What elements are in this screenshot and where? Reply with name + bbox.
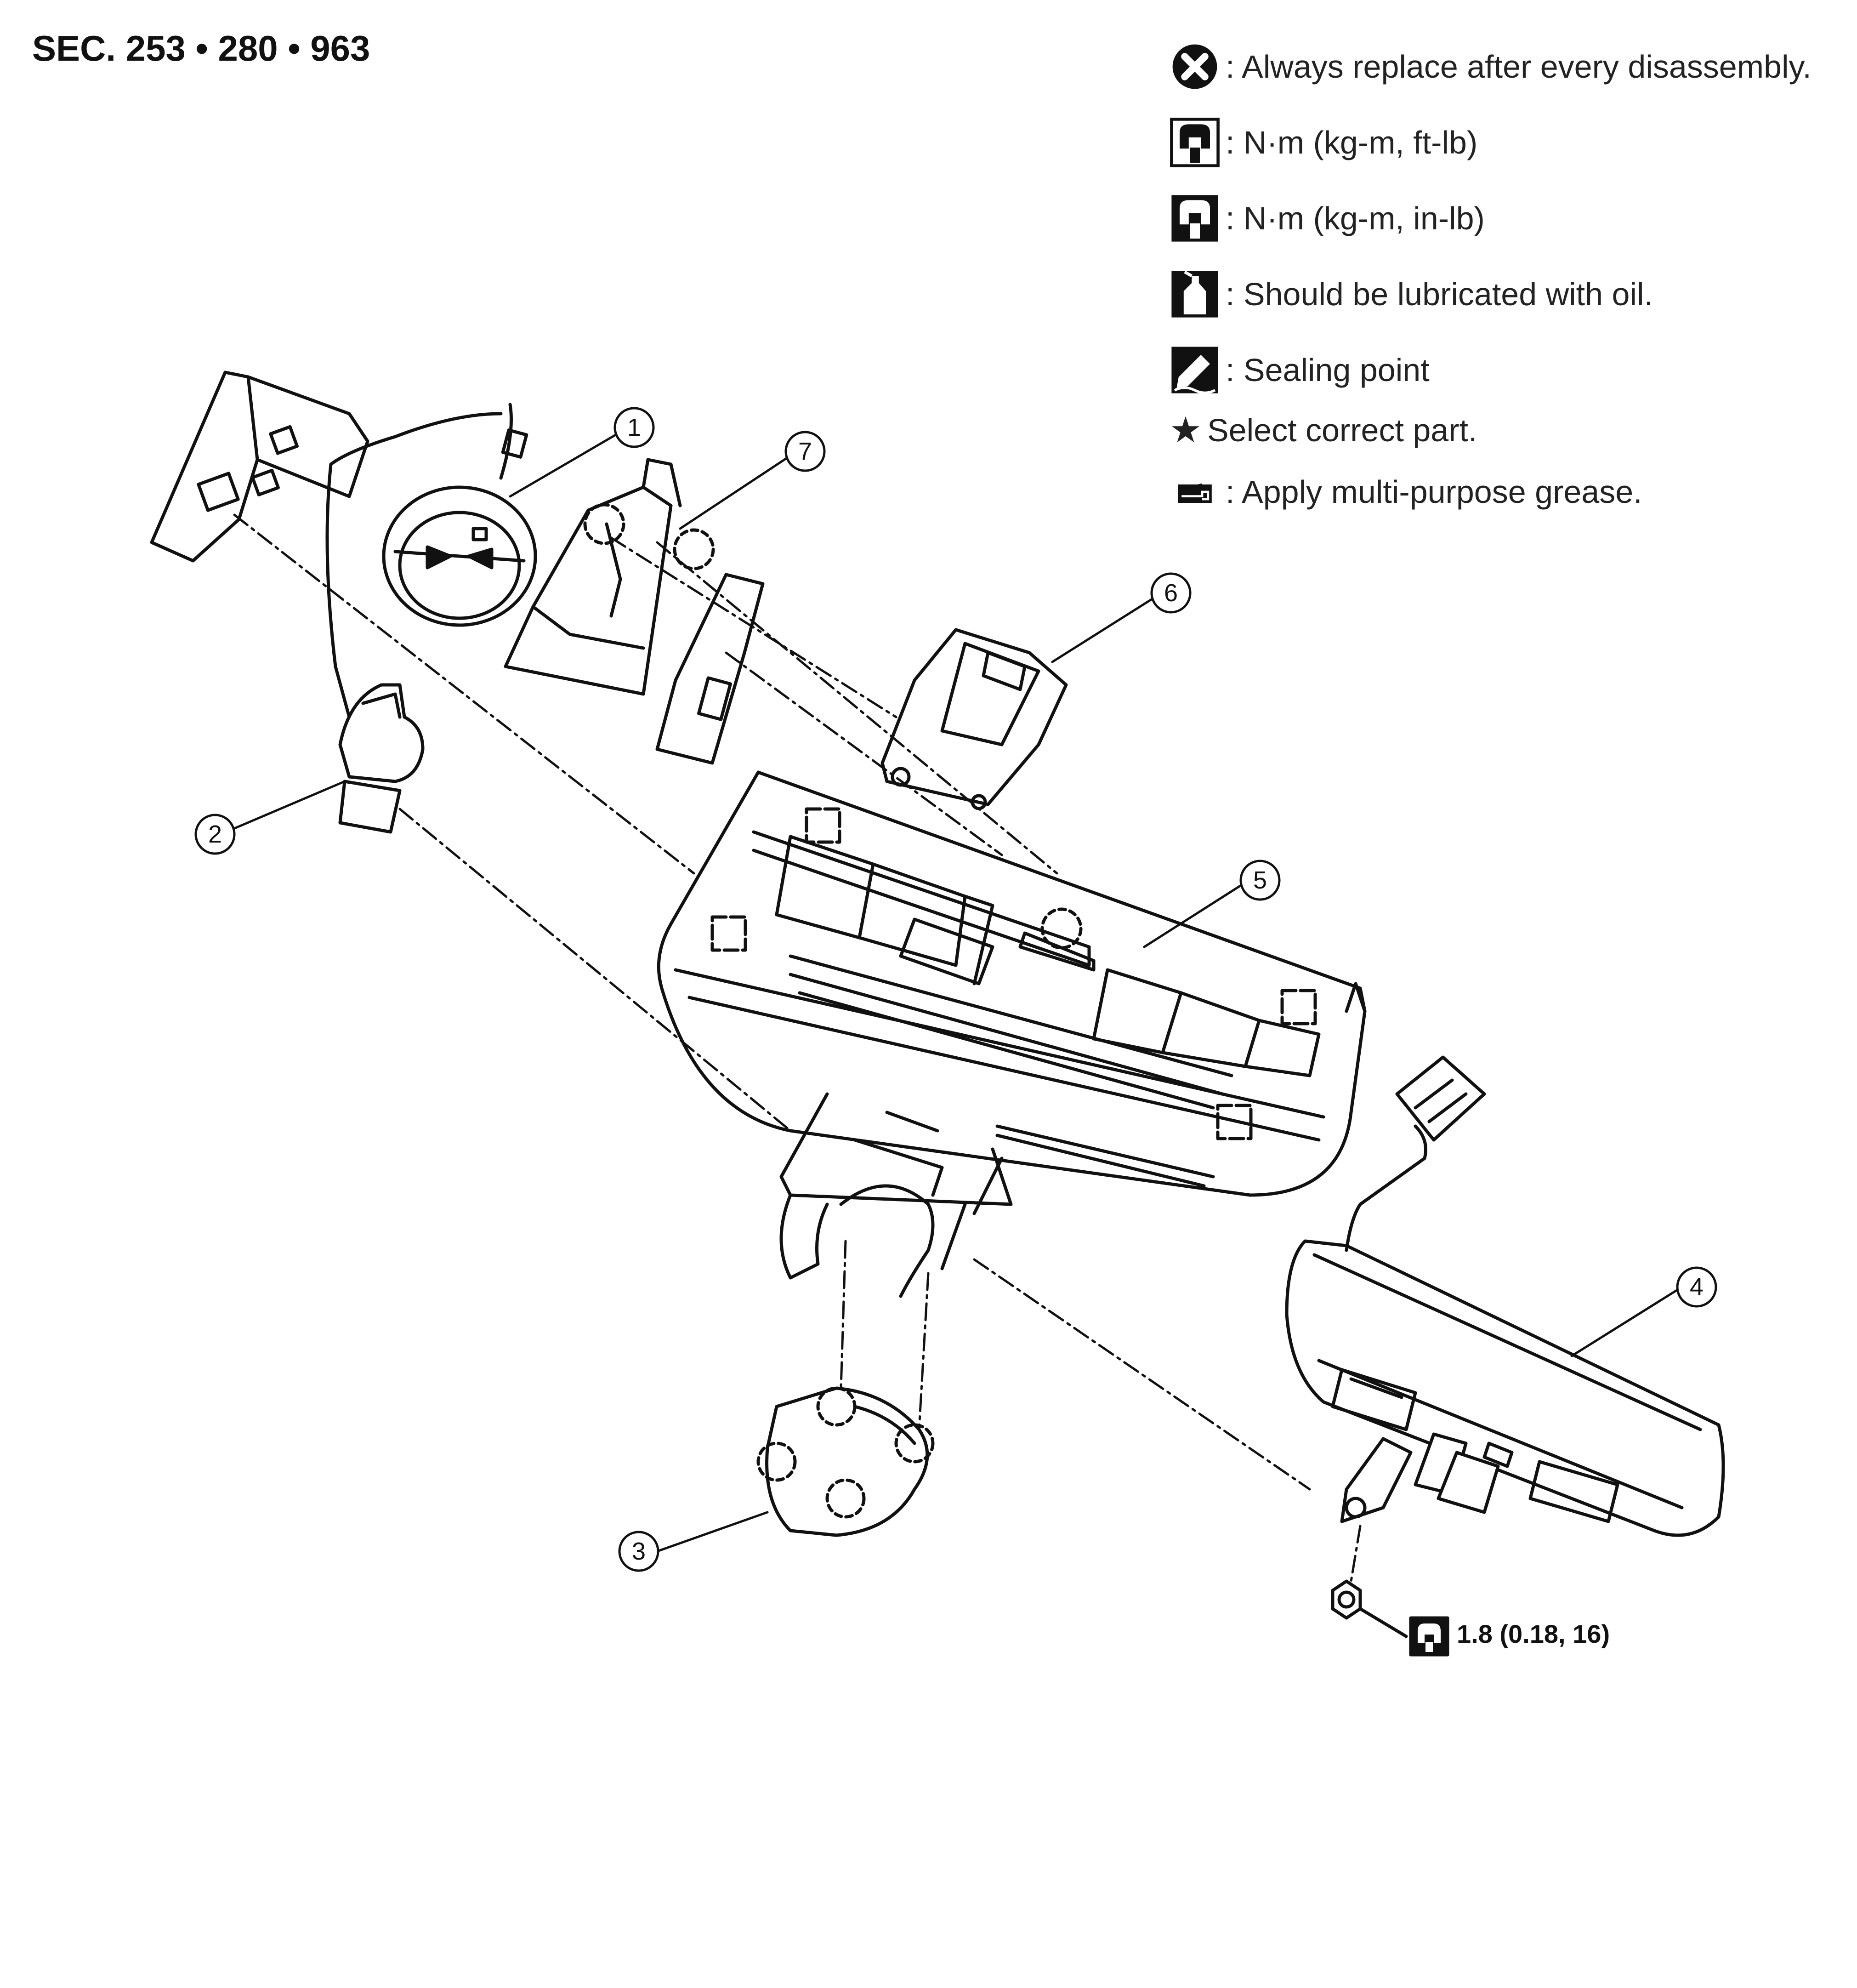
callout-1-label: 1 (627, 414, 641, 441)
callout-2-label: 2 (208, 820, 222, 848)
callout-3: 3 (618, 1531, 659, 1572)
torque-spec: 1.8 (0.18, 16) (1457, 1619, 1610, 1648)
legend-row-star: ★ Select correct part. (1170, 409, 1477, 451)
side-plate (655, 573, 765, 765)
callout-4: 4 (1676, 1266, 1717, 1308)
callout-5-label: 5 (1253, 866, 1267, 894)
wire-harness (325, 412, 503, 719)
star-icon: ★ (1170, 410, 1202, 450)
part-1-housing (382, 485, 537, 627)
part-4-mirror (1285, 1124, 1725, 1537)
wire-connector-plug (501, 428, 528, 459)
callout-3-label: 3 (632, 1538, 646, 1565)
legend-row-oil: : Should be lubricated with oil. (1170, 269, 1653, 319)
part-3-cover (756, 1386, 935, 1537)
legend-row-torque-inlb: : N·m (kg-m, in-lb) (1170, 193, 1485, 244)
part-6-module (880, 628, 1068, 810)
alignment-lines (233, 513, 1362, 1583)
legend-row-grease: : Apply multi-purpose grease. (1170, 473, 1642, 510)
legend-text: : Sealing point (1226, 352, 1430, 388)
mirror-connector (1395, 1055, 1486, 1142)
legend-text: : N·m (kg-m, ft-lb) (1226, 125, 1478, 160)
torque-wrench-filled-icon (1171, 195, 1218, 242)
console-stalk (779, 1092, 1013, 1298)
oil-can-icon (1171, 270, 1218, 318)
part-7-bracket (504, 458, 715, 696)
callout-6: 6 (1150, 572, 1192, 614)
legend-text: Select correct part. (1207, 412, 1477, 448)
callouts: 1 7 6 5 2 3 4 (194, 407, 1717, 1572)
ceiling-bracket (150, 370, 369, 563)
legend-text: : Should be lubricated with oil. (1226, 276, 1653, 312)
callout-5: 5 (1239, 860, 1281, 901)
callout-7: 7 (784, 431, 826, 472)
legend-text: : Apply multi-purpose grease. (1226, 474, 1642, 510)
part-2-sensor (338, 683, 425, 834)
callout-4-label: 4 (1690, 1273, 1704, 1301)
grease-gun-icon (1178, 483, 1212, 503)
legend-row-replace: : Always replace after every disassembly… (1170, 41, 1812, 92)
section-title: SEC. 253 • 280 • 963 (32, 28, 370, 68)
wire-lead (499, 403, 513, 480)
callout-leaders (219, 431, 1683, 1553)
torque-wrench-icon (1170, 118, 1220, 167)
callout-2: 2 (194, 814, 236, 855)
nut (1331, 1579, 1408, 1638)
callout-6-label: 6 (1164, 579, 1178, 607)
legend-row-torque-ftlb: : N·m (kg-m, ft-lb) (1170, 117, 1477, 168)
x-circle-icon (1172, 44, 1217, 89)
legend-row-sealing: : Sealing point (1170, 345, 1430, 395)
legend-text: : Always replace after every disassembly… (1226, 49, 1812, 85)
part-5-console (657, 770, 1367, 1197)
torque-wrench-filled-icon (1409, 1616, 1449, 1657)
callout-1: 1 (613, 407, 655, 448)
legend-text: : N·m (kg-m, in-lb) (1226, 200, 1485, 236)
callout-7-label: 7 (798, 438, 812, 465)
sealing-icon (1171, 347, 1218, 394)
